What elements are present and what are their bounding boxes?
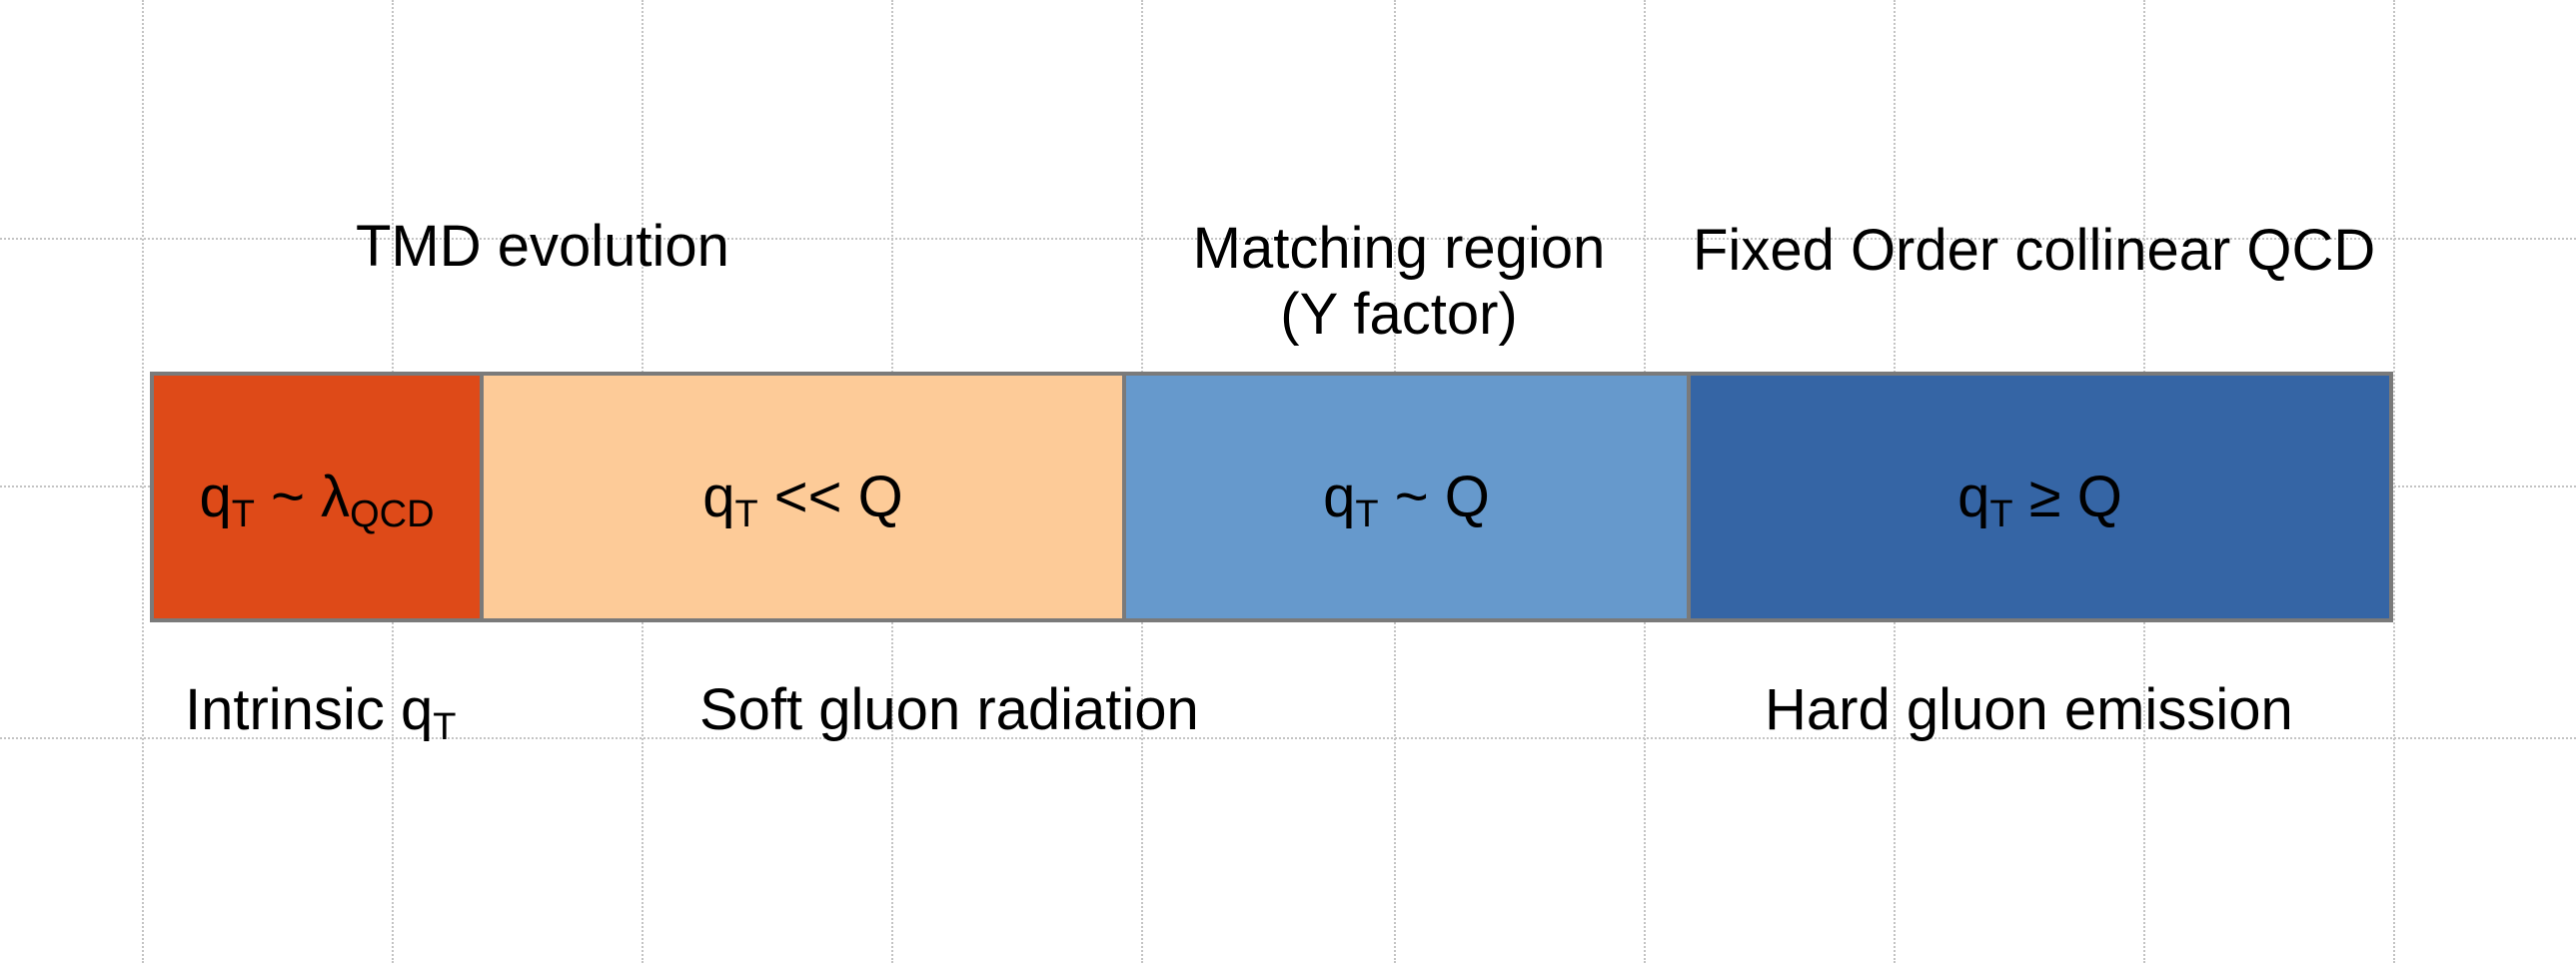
tmd-evolution-label: TMD evolution — [356, 214, 729, 279]
band-soft: qT << Q — [484, 372, 1126, 622]
matching-region-line2: (Y factor) — [1280, 282, 1518, 347]
hard-gluon-label: Hard gluon emission — [1765, 677, 2293, 742]
guide-line — [0, 737, 2576, 739]
guide-line — [0, 238, 2576, 240]
band-nonperturbative: qT ~ λQCD — [150, 372, 484, 622]
guide-line — [2393, 0, 2395, 963]
guide-line — [142, 0, 144, 963]
band-text: qT ~ Q — [1323, 465, 1490, 535]
band-hard: qT ≥ Q — [1691, 372, 2393, 622]
matching-region-label: Matching region (Y factor) — [1179, 216, 1619, 348]
band-text: qT ~ λQCD — [199, 465, 435, 535]
soft-gluon-label: Soft gluon radiation — [699, 677, 1199, 742]
band-text: qT << Q — [702, 465, 903, 535]
matching-region-line1: Matching region — [1192, 216, 1606, 281]
fixed-order-label: Fixed Order collinear QCD — [1693, 218, 2376, 283]
band-matching: qT ~ Q — [1126, 372, 1691, 622]
intrinsic-qt-label: Intrinsic qT — [185, 677, 457, 748]
band-text: qT ≥ Q — [1957, 465, 2122, 535]
